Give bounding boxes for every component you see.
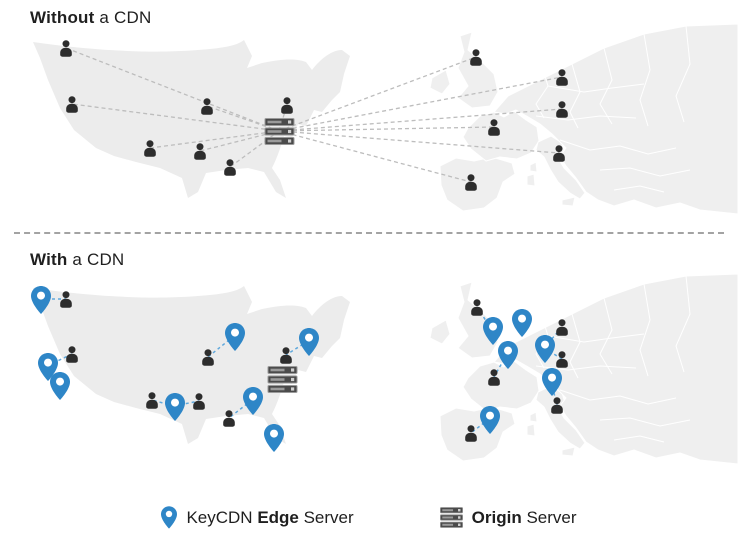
without-cdn-title-rest: a CDN: [94, 8, 152, 27]
connection-line: [149, 130, 280, 149]
connection-line: [493, 353, 508, 378]
connection-line: [173, 400, 200, 407]
connection-line: [228, 399, 253, 419]
edge-server-pin-icon: [264, 424, 284, 452]
us-map-with-cdn: [33, 286, 350, 444]
divider-dashed-line: [14, 232, 724, 234]
server-rack-icon: [439, 507, 463, 528]
origin-server-icon: [267, 366, 298, 393]
connection-line: [278, 130, 560, 154]
without-cdn-title-bold: Without: [30, 8, 95, 27]
origin-server-icon: [264, 118, 295, 145]
legend-edge-pre: KeyCDN: [186, 507, 258, 527]
legend-edge-server-item: KeyCDN Edge Server: [161, 506, 354, 529]
markers-and-links-layer: [31, 40, 568, 452]
connection-line: [476, 306, 493, 331]
legend-edge-post: Server: [298, 507, 354, 527]
connection-line: [206, 105, 280, 132]
connection-line: [278, 76, 563, 132]
connection-line: [46, 353, 73, 367]
map-pin-icon: [161, 506, 178, 529]
with-cdn-title-bold: With: [30, 250, 68, 269]
edge-server-pin-icon: [50, 372, 70, 400]
legend-origin-post: Server: [521, 507, 577, 527]
legend-edge-bold: Edge: [257, 507, 299, 527]
connection-line: [543, 326, 563, 349]
connection-line: [65, 47, 280, 132]
connection-line: [278, 130, 472, 183]
connection-line: [278, 126, 495, 132]
without-cdn-title: Without a CDN: [30, 8, 151, 28]
with-cdn-title: With a CDN: [30, 250, 124, 270]
legend-origin-server-label: Origin Server: [472, 508, 577, 528]
connection-line: [470, 418, 490, 434]
legend-origin-server-item: Origin Server: [439, 507, 577, 528]
us-map-without-cdn: [33, 40, 350, 198]
legend-origin-bold: Origin: [471, 507, 522, 527]
edge-server-pin-icon: [512, 309, 532, 337]
legend: KeyCDN Edge Server Origin Server: [0, 506, 738, 529]
legend-edge-server-label: KeyCDN Edge Server: [186, 508, 353, 528]
connection-line: [278, 56, 477, 132]
connection-line: [285, 340, 309, 356]
with-cdn-title-rest: a CDN: [67, 250, 125, 269]
connection-line: [278, 108, 563, 132]
